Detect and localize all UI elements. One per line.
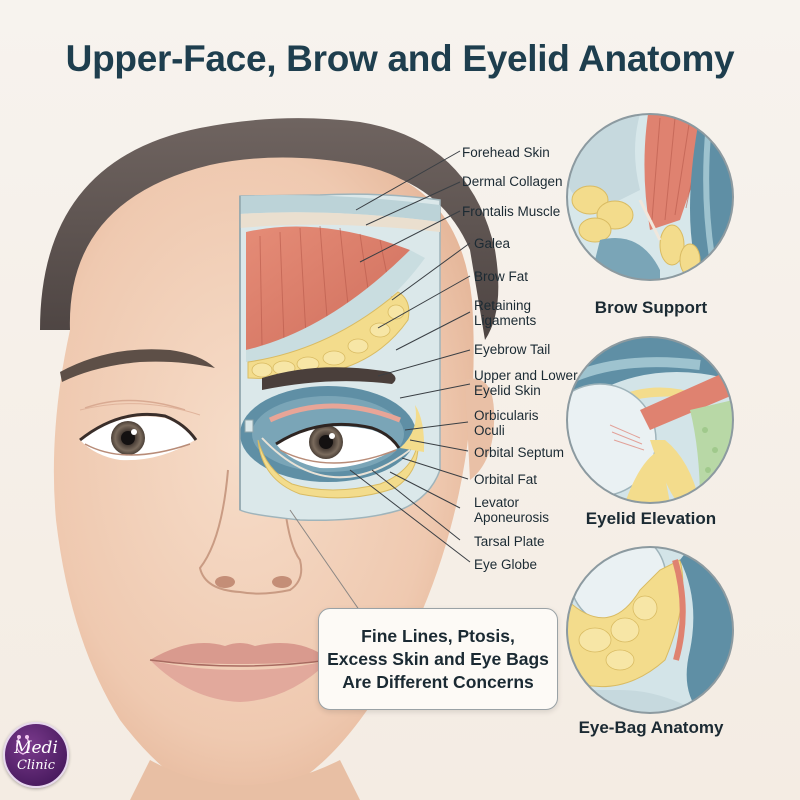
left-eyebrow (60, 349, 215, 382)
note-line-1: Fine Lines, Ptosis, (361, 625, 515, 646)
label-orbital-fat: Orbital Fat (474, 472, 538, 487)
inset-brow-support (566, 113, 734, 281)
caption-eye-bag-anatomy: Eye-Bag Anatomy (578, 718, 724, 737)
label-brow-fat: Brow Fat (474, 269, 529, 284)
label-levator-1: Levator (474, 495, 520, 510)
label-orbicularis-1: Orbicularis (474, 408, 539, 423)
label-orbital-septum: Orbital Septum (474, 445, 565, 460)
inset-eyelid-elevation (566, 336, 734, 504)
medi-clinic-logo: Medi Clinic (3, 722, 69, 788)
label-retaining-ligaments-2: Ligaments (474, 313, 537, 328)
label-eyebrow-tail: Eyebrow Tail (474, 342, 551, 357)
label-forehead-skin: Forehead Skin (462, 145, 550, 160)
left-eye (79, 399, 198, 461)
label-eye-globe: Eye Globe (474, 557, 538, 572)
note-line-3: Are Different Concerns (342, 671, 534, 692)
label-dermal-collagen: Dermal Collagen (462, 174, 563, 189)
label-frontalis-muscle: Frontalis Muscle (462, 204, 561, 219)
page-title: Upper-Face, Brow and Eyelid Anatomy (65, 38, 735, 79)
logo-text-clinic: Clinic (16, 758, 56, 773)
hair (40, 118, 499, 341)
cross-section (239, 193, 441, 522)
caption-eyelid-elevation: Eyelid Elevation (585, 509, 717, 528)
stethoscope-icon (16, 735, 30, 755)
label-orbicularis-2: Oculi (474, 423, 505, 438)
cut-eyebrow (262, 367, 396, 390)
label-eyelid-skin-2: Eyelid Skin (474, 383, 541, 398)
logo-text-medi: Medi (14, 738, 58, 758)
concerns-note: Fine Lines, Ptosis, Excess Skin and Eye … (318, 608, 558, 710)
label-eyelid-skin-1: Upper and Lower (474, 368, 578, 383)
note-line-2: Excess Skin and Eye Bags (327, 648, 549, 669)
nose (198, 469, 303, 595)
lips (149, 643, 331, 702)
inset-eye-bag-anatomy (566, 546, 734, 714)
caption-brow-support: Brow Support (594, 298, 708, 317)
label-galea: Galea (474, 236, 511, 251)
label-levator-2: Aponeurosis (474, 510, 550, 525)
label-retaining-ligaments-1: Retaining (474, 298, 532, 313)
label-tarsal-plate: Tarsal Plate (474, 534, 545, 549)
